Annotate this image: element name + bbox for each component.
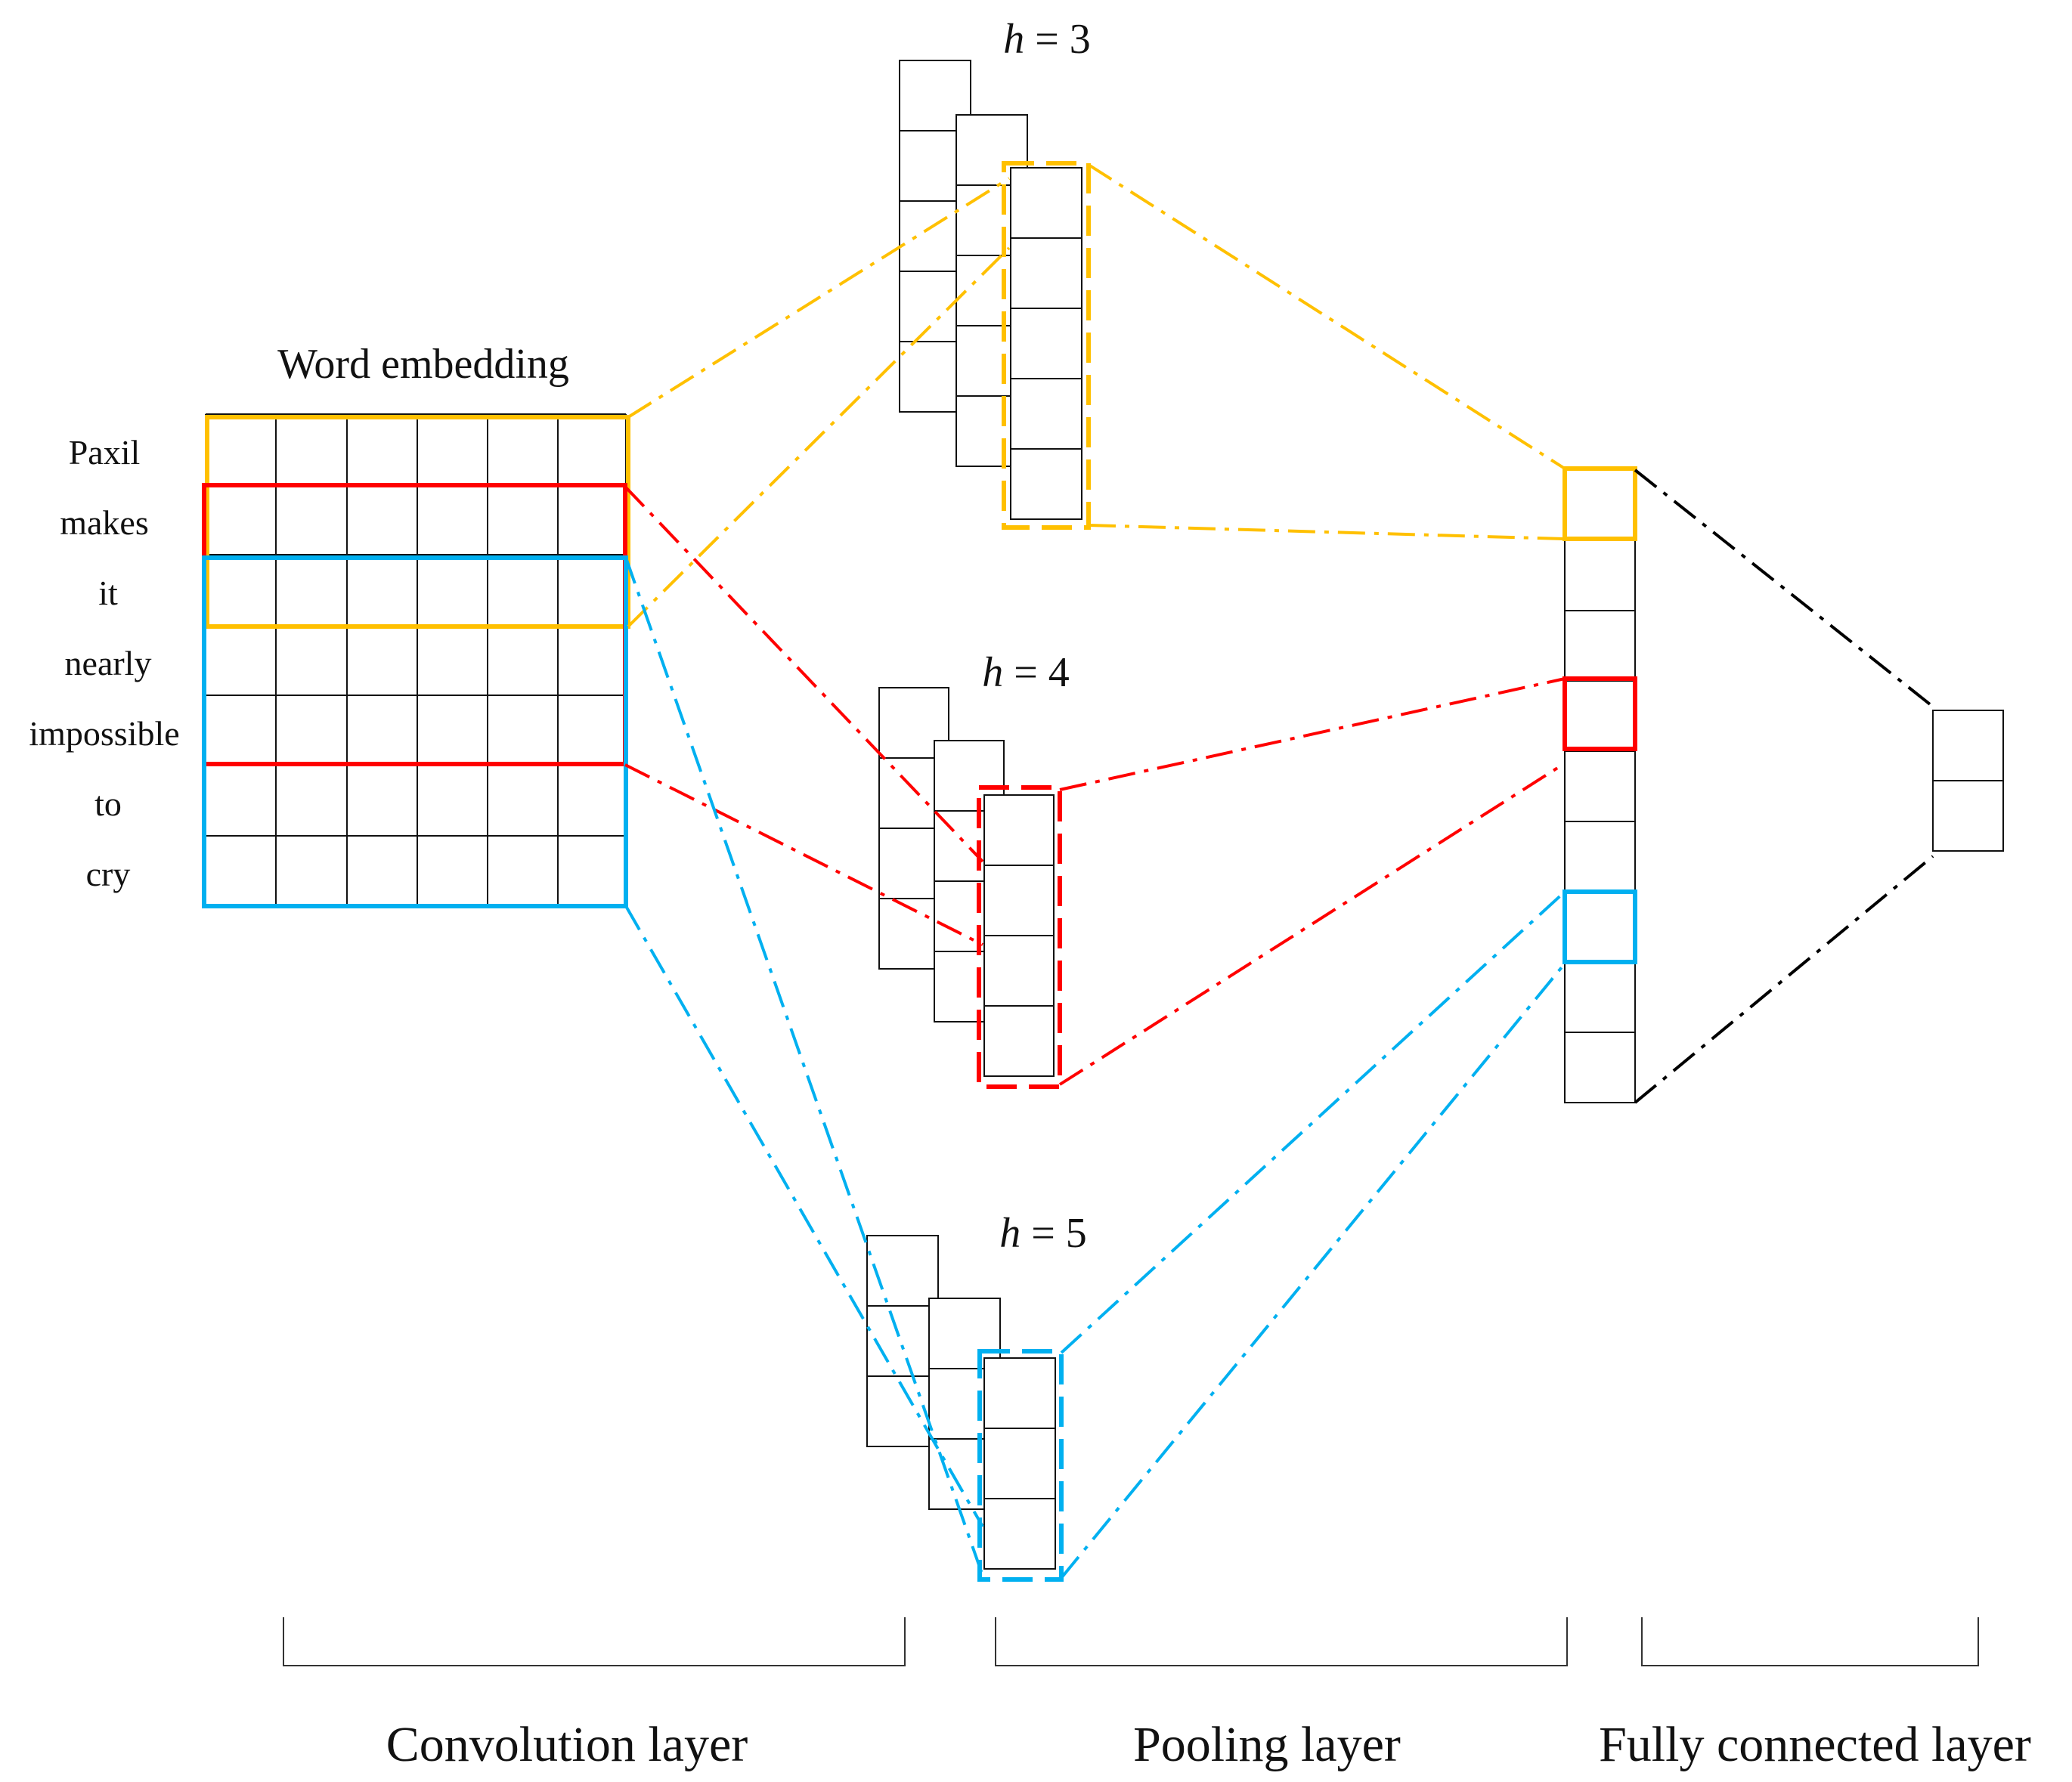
connections-h3 <box>627 163 1566 628</box>
layer-label-convolution: Convolution layer <box>386 1717 748 1772</box>
pooled-max-h4 <box>1563 676 1637 751</box>
feature-map <box>983 1357 1056 1570</box>
filter-size-label-h4: h = 4 <box>982 649 1070 696</box>
layer-label-fully-connected: Fully connected layer <box>1599 1717 2031 1772</box>
connections-fc <box>1634 469 1934 1104</box>
pooled-vector <box>1564 469 1636 1103</box>
feature-map <box>1010 167 1082 520</box>
word-label: it <box>98 574 118 612</box>
word-label: to <box>94 784 122 823</box>
word-label: nearly <box>65 644 152 682</box>
word-label: impossible <box>29 714 179 753</box>
embedding-matrix <box>205 413 627 907</box>
embedding-title: Word embedding <box>277 341 569 388</box>
feature-map <box>928 1298 1001 1510</box>
pool-window-h4 <box>977 785 1062 1089</box>
filter-size-label-h3: h = 3 <box>1003 16 1091 63</box>
feature-map <box>983 794 1055 1077</box>
connections-h5 <box>624 557 1566 1579</box>
pool-window-h5 <box>977 1349 1064 1582</box>
connection-lines <box>624 163 1934 1579</box>
filter-size-label-h5: h = 5 <box>999 1210 1087 1257</box>
layer-brackets <box>283 1617 1979 1666</box>
word-label: cry <box>86 855 131 893</box>
feature-maps-h3 <box>899 60 1091 530</box>
feature-maps-h4 <box>878 687 1062 1089</box>
pooled-max-h3 <box>1563 466 1637 541</box>
filter-window-h5 <box>202 555 628 908</box>
feature-maps-h5 <box>866 1235 1064 1582</box>
pool-window-h3 <box>1002 161 1091 530</box>
word-label: makes <box>60 503 149 542</box>
word-labels: Paxil makes it nearly impossible to cry <box>29 433 179 893</box>
output-layer <box>1932 710 2004 852</box>
bracket-fully-connected <box>1641 1617 1979 1666</box>
pooled-max-h5 <box>1563 889 1637 964</box>
word-label: Paxil <box>69 433 141 472</box>
filter-window-h3 <box>205 415 630 629</box>
bracket-convolution <box>283 1617 906 1666</box>
layer-label-pooling: Pooling layer <box>1133 1717 1401 1772</box>
connections-h4 <box>624 485 1566 1086</box>
bracket-pooling <box>995 1617 1568 1666</box>
